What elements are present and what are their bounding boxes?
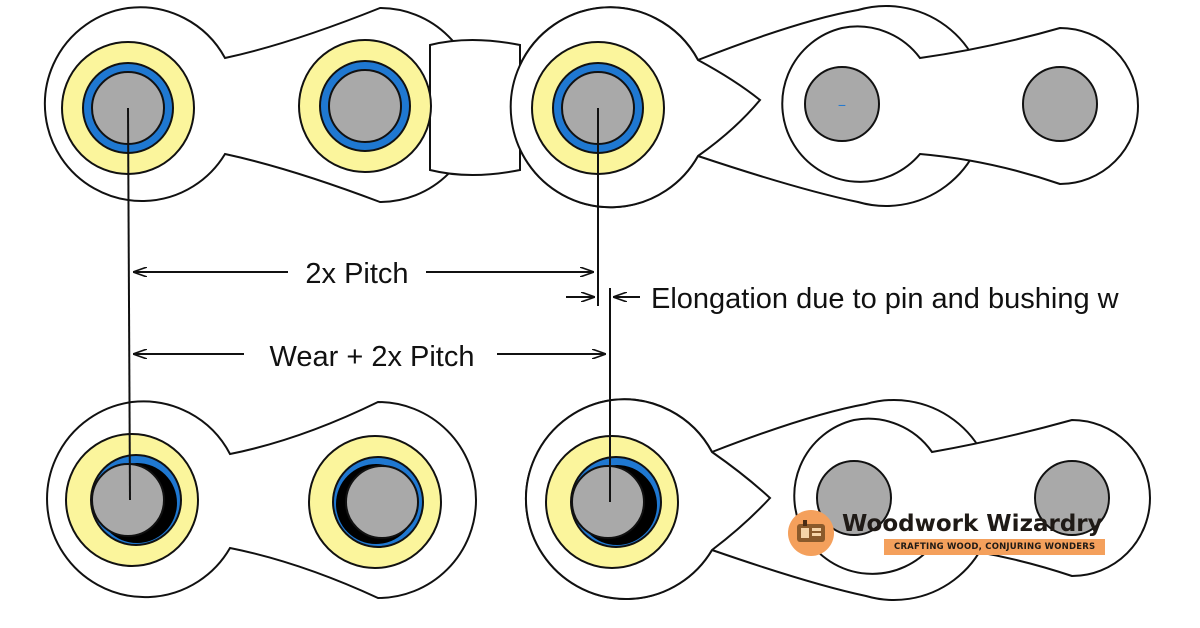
top-roller-2	[298, 39, 432, 173]
bottom-chain	[46, 398, 1151, 601]
bottom-roller-2	[308, 435, 442, 569]
left-center-line	[127, 107, 131, 501]
watermark-title: Woodwork Wizardry	[842, 511, 1103, 537]
dimension-elongation: Elongation due to pin and bushing w	[566, 283, 1120, 315]
bottom-pin-5	[1034, 460, 1110, 536]
dimension-wear-pitch: Wear + 2x Pitch	[134, 341, 605, 373]
top-outer-link-right	[781, 25, 1139, 186]
bottom-roller-3	[545, 435, 679, 569]
bottom-roller-1	[65, 433, 199, 567]
center-lines	[127, 107, 611, 502]
watermark-tagline: CRAFTING WOOD, CONJURING WONDERS	[884, 539, 1106, 555]
pitch-label: 2x Pitch	[305, 258, 408, 290]
top-chain: −	[43, 5, 1139, 209]
woodwork-logo-icon	[788, 510, 834, 556]
watermark-logo: Woodwork Wizardry CRAFTING WOOD, CONJURI…	[788, 506, 1106, 560]
top-mid-plate	[429, 39, 521, 176]
wear-pitch-label: Wear + 2x Pitch	[270, 341, 475, 373]
top-pin-5	[1022, 66, 1098, 142]
pin-center-mark: −	[838, 97, 846, 113]
top-pin-4	[804, 66, 880, 142]
bottom-pin-4	[816, 460, 892, 536]
elongation-label: Elongation due to pin and bushing w	[651, 283, 1120, 315]
dimension-2x-pitch: 2x Pitch	[134, 258, 593, 290]
